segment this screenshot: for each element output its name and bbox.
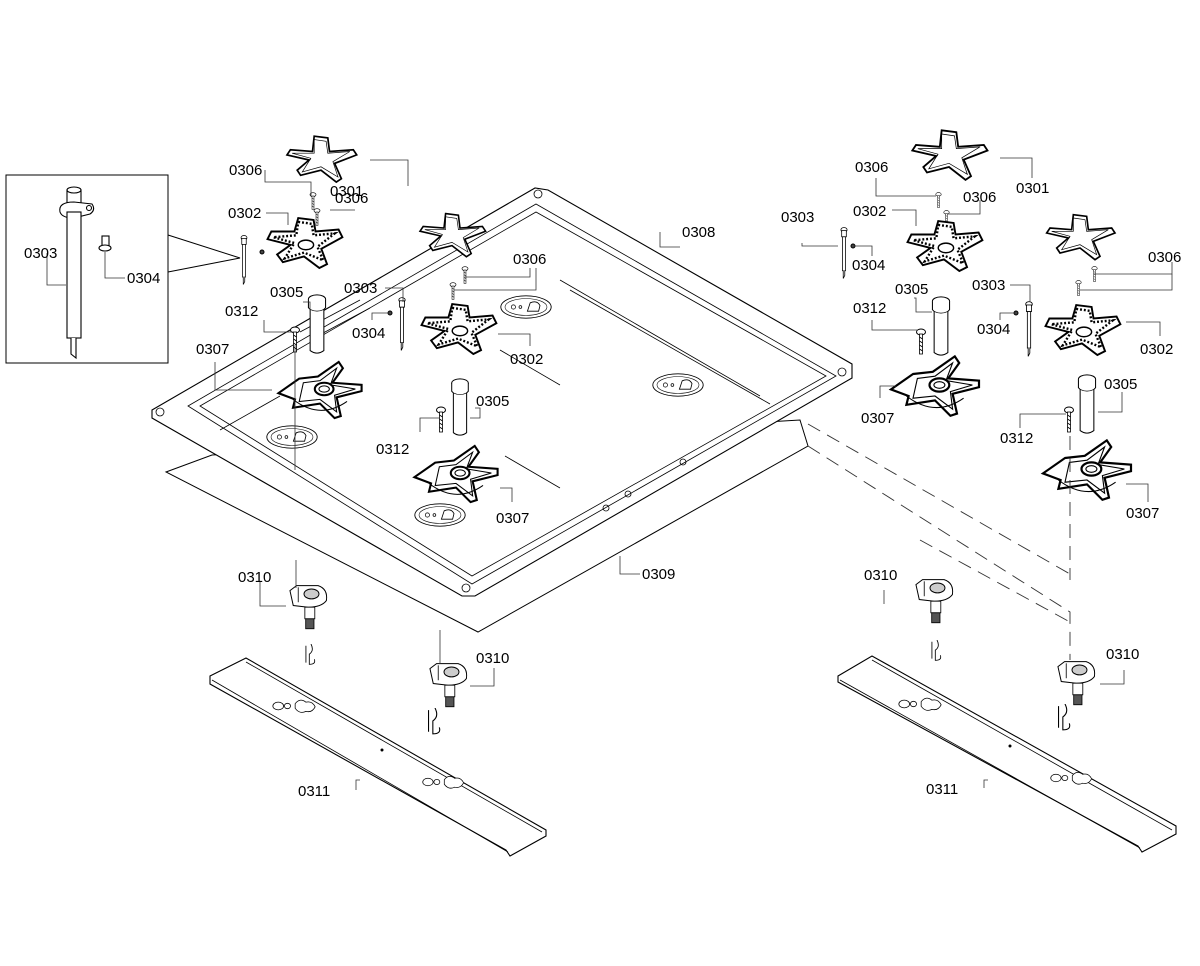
label-0306: 0306 <box>1148 249 1181 266</box>
label-0305: 0305 <box>270 284 303 301</box>
label-0305: 0305 <box>1104 376 1137 393</box>
gasket-sheet-0309 <box>164 419 809 633</box>
gas-valve-0310 <box>1057 661 1096 706</box>
label-0302: 0302 <box>510 351 543 368</box>
burner-cap-0301 <box>1045 213 1116 261</box>
burner-opening <box>414 503 466 527</box>
label-0312: 0312 <box>225 303 258 320</box>
label-0310: 0310 <box>1106 646 1139 663</box>
label-0301: 0301 <box>1016 180 1049 197</box>
burner-opening <box>500 295 552 319</box>
label-0309: 0309 <box>642 566 675 583</box>
burner-head-0302 <box>266 216 344 270</box>
gas-valve-0310 <box>429 663 468 708</box>
label-0304-inset: 0304 <box>127 270 160 287</box>
cooktop-tray-0308 <box>151 187 853 597</box>
label-0311: 0311 <box>926 781 958 798</box>
inset-detail: 0303 0304 <box>5 174 241 364</box>
label-0312: 0312 <box>853 300 886 317</box>
label-0306: 0306 <box>513 251 546 268</box>
label-0304: 0304 <box>352 325 385 342</box>
label-0302: 0302 <box>1140 341 1173 358</box>
burner-head-0302 <box>1044 303 1122 357</box>
burner-opening <box>652 373 704 397</box>
support-rail-0311 <box>837 655 1177 853</box>
label-0306: 0306 <box>335 190 368 207</box>
label-0306: 0306 <box>229 162 262 179</box>
label-0303: 0303 <box>344 280 377 297</box>
burner-cap-0301 <box>286 135 358 184</box>
label-0307: 0307 <box>1126 505 1159 522</box>
label-0311: 0311 <box>298 783 330 800</box>
label-0303: 0303 <box>972 277 1005 294</box>
label-0303-inset: 0303 <box>24 245 57 262</box>
valve-clip <box>427 708 441 735</box>
screw-0306 <box>1075 280 1082 297</box>
valve-clip <box>1057 704 1071 731</box>
burner-base-0307 <box>1041 439 1133 501</box>
electrode-0303 <box>240 235 248 285</box>
label-0305: 0305 <box>476 393 509 410</box>
label-0305: 0305 <box>895 281 928 298</box>
label-0306: 0306 <box>963 189 996 206</box>
projection-line <box>807 445 1071 660</box>
label-0308: 0308 <box>682 224 715 241</box>
sleeve-0305 <box>451 378 469 436</box>
sleeve-0305 <box>1077 374 1097 434</box>
label-0302: 0302 <box>228 205 261 222</box>
label-0304: 0304 <box>852 257 885 274</box>
sleeve-0305 <box>931 296 951 356</box>
valve-clip <box>931 640 942 661</box>
screw-0304 <box>259 249 265 255</box>
label-0307: 0307 <box>196 341 229 358</box>
label-0303: 0303 <box>781 209 814 226</box>
sleeve-0305 <box>307 294 327 354</box>
inset-screw <box>98 235 112 252</box>
label-0310: 0310 <box>476 650 509 667</box>
inset-electrode <box>59 186 95 360</box>
label-0312: 0312 <box>1000 430 1033 447</box>
screw-0306 <box>935 192 942 209</box>
label-0301: 0301 <box>330 183 363 200</box>
label-0307: 0307 <box>496 510 529 527</box>
gas-valve-0310 <box>289 585 328 630</box>
inset-frame <box>5 174 169 364</box>
projection-line <box>919 539 1071 623</box>
label-0310: 0310 <box>864 567 897 584</box>
valve-clip <box>305 644 316 665</box>
burner-head-0302 <box>906 219 984 273</box>
gas-valve-0310 <box>915 579 954 624</box>
label-0312: 0312 <box>376 441 409 458</box>
burner-opening <box>266 425 318 449</box>
screw-0312 <box>916 328 926 355</box>
label-0306: 0306 <box>855 159 888 176</box>
label-0310: 0310 <box>238 569 271 586</box>
electrode-0303 <box>840 227 848 279</box>
burner-base-0307 <box>889 355 981 417</box>
screw-0312 <box>1064 406 1074 433</box>
burner-cap-0301 <box>911 129 989 181</box>
support-rail-0311 <box>209 657 547 857</box>
electrode-0303 <box>1025 301 1033 357</box>
label-0304: 0304 <box>977 321 1010 338</box>
projection-line <box>807 423 1071 575</box>
label-0307: 0307 <box>861 410 894 427</box>
inset-callout-pointer <box>167 234 241 273</box>
label-0302: 0302 <box>853 203 886 220</box>
